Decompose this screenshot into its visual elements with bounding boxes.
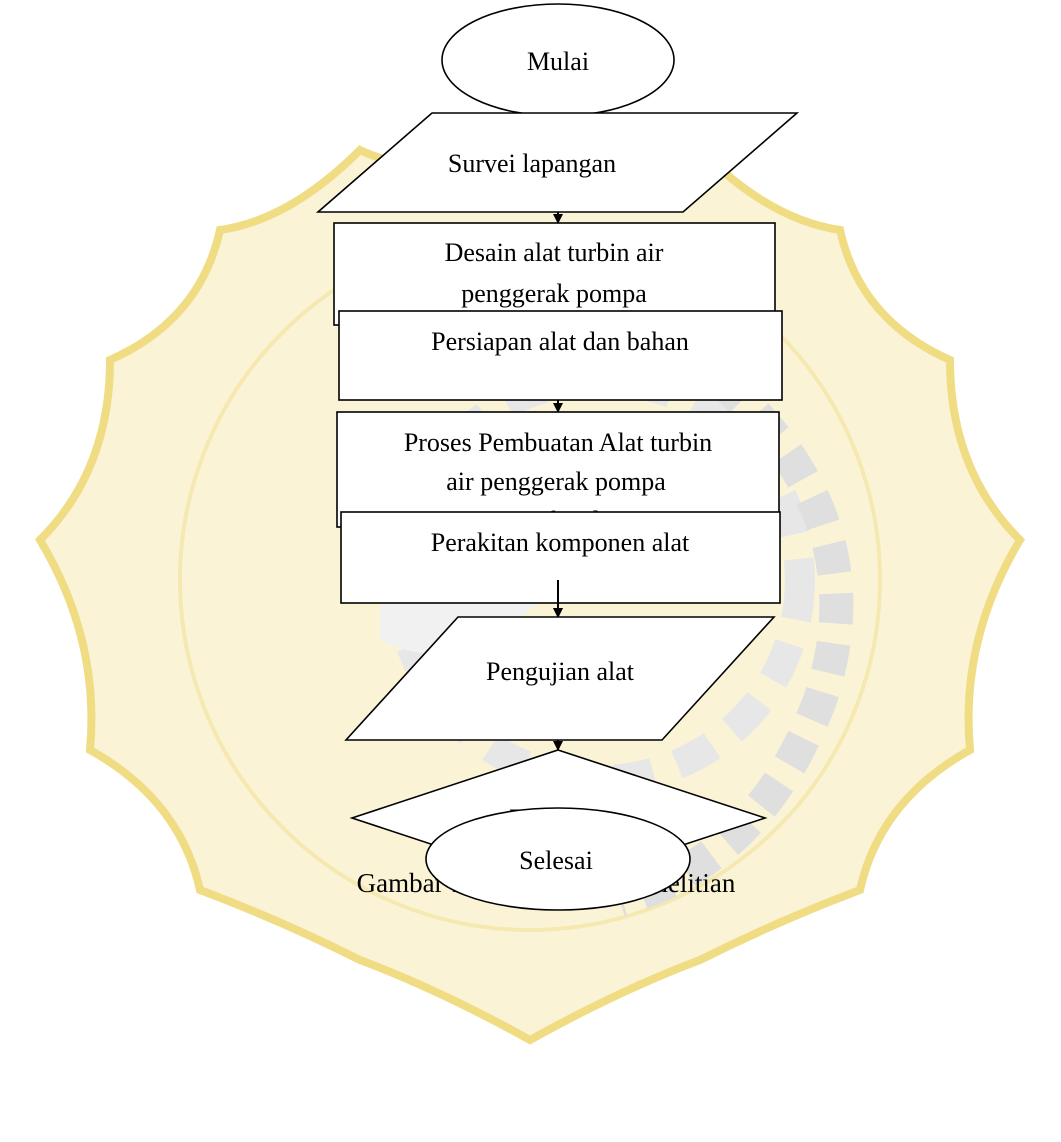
survey-node: Survei lapangan xyxy=(315,112,800,213)
assembly-label: Perakitan komponen alat xyxy=(431,528,690,557)
end-label: Selesai xyxy=(519,846,593,875)
testing-label: Pengujian alat xyxy=(486,657,635,686)
process-node: Proses Pembuatan Alat turbin air pengger… xyxy=(336,411,780,535)
prep-label: Persiapan alat dan bahan xyxy=(431,327,689,356)
process-label-line-2: air penggerak pompa xyxy=(446,467,666,496)
seal-emblem-arc xyxy=(615,367,854,917)
prep-node: Persiapan alat dan bahan xyxy=(338,310,783,401)
testing-node: Pengujian alat xyxy=(344,616,776,741)
process-label-line-1: Proses Pembuatan Alat turbin xyxy=(404,428,712,457)
design-label-line-1: Desain alat turbin air xyxy=(445,238,664,267)
start-node: Mulai xyxy=(441,3,675,117)
start-label: Mulai xyxy=(527,47,589,76)
assembly-node: Perakitan komponen alat xyxy=(340,511,781,604)
survey-label: Survei lapangan xyxy=(448,149,616,178)
design-label-line-2: penggerak pompa xyxy=(461,279,647,308)
end-node: Selesai xyxy=(425,807,691,911)
design-node: Desain alat turbin air penggerak pompa xyxy=(333,222,776,326)
